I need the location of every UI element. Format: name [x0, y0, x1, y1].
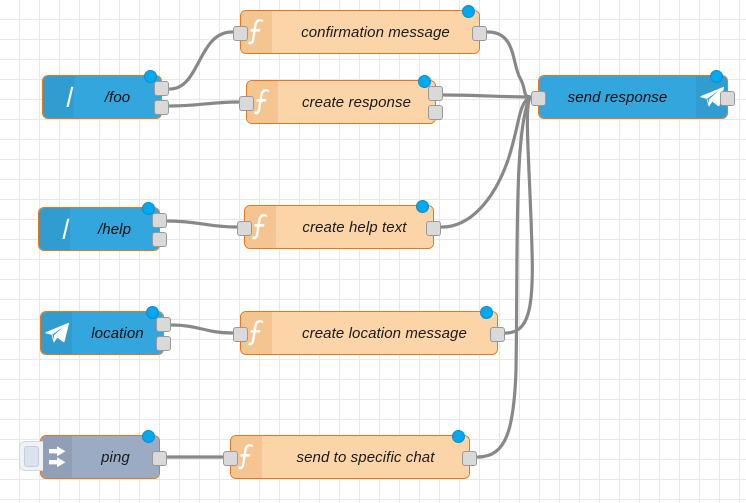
node-body: confirmation message [241, 11, 479, 53]
wire-location-event-to-create-location-message[interactable] [170, 323, 234, 335]
node-status-dot [416, 200, 429, 213]
node-icon-container [41, 312, 72, 354]
node-status-dot [142, 202, 155, 215]
wire-send-to-specific-chat-to-send-response[interactable] [476, 95, 532, 459]
wire-help-command-to-create-help-text[interactable] [166, 219, 238, 229]
node-label: confirmation message [301, 23, 450, 41]
node-input-port[interactable] [223, 450, 238, 466]
node-status-dot [480, 306, 493, 319]
telegram-plane-icon [44, 322, 69, 343]
node-body: send response [539, 76, 727, 118]
node-status-dot [452, 430, 465, 443]
node-output-port-1[interactable] [154, 100, 169, 115]
node-output-port-0[interactable] [462, 450, 477, 466]
node-output-port-0[interactable] [152, 450, 167, 466]
node-status-dot [142, 430, 155, 443]
node-output-port-1[interactable] [152, 232, 167, 247]
function-f-icon [247, 19, 263, 45]
inject-button-knob [24, 446, 39, 467]
node-output-port-0[interactable] [426, 220, 441, 236]
node-status-dot [462, 5, 475, 18]
function-f-icon [253, 89, 269, 115]
node-send-to-specific-chat[interactable]: send to specific chat [223, 430, 477, 479]
node-status-dot [710, 70, 723, 83]
function-f-icon [251, 214, 267, 240]
node-output-port-0[interactable] [156, 317, 171, 332]
node-label: ping [101, 448, 130, 466]
node-output-port-0[interactable] [472, 25, 487, 41]
inject-arrow-icon [48, 446, 65, 468]
node-label: send response [567, 88, 668, 106]
inject-trigger-button[interactable] [19, 441, 43, 471]
node-help-command[interactable]: /help [38, 202, 167, 251]
node-create-location-message[interactable]: create location message [233, 306, 505, 355]
node-input-port[interactable] [237, 220, 252, 236]
node-label: send to specific chat [296, 448, 435, 466]
wire-create-response-to-send-response[interactable] [442, 93, 532, 99]
node-create-help-text[interactable]: create help text [237, 200, 441, 249]
telegram-slash-icon [65, 86, 73, 107]
node-icon-container [39, 208, 70, 250]
wire-confirmation-message-to-send-response[interactable] [486, 30, 532, 99]
node-output-port-0[interactable] [720, 90, 735, 106]
node-body: ping [41, 436, 159, 478]
node-output-port-0[interactable] [152, 213, 167, 228]
node-body: create response [247, 81, 435, 123]
node-icon-container [43, 76, 74, 118]
node-label: create location message [302, 324, 467, 342]
node-location-event[interactable]: location [40, 306, 171, 355]
node-output-port-0[interactable] [428, 86, 443, 101]
node-output-port-1[interactable] [428, 105, 443, 120]
wire-foo-command-to-confirmation-message[interactable] [168, 30, 234, 91]
node-label: location [91, 324, 144, 342]
node-icon-container [41, 436, 72, 478]
node-output-port-1[interactable] [156, 336, 171, 351]
node-label: /help [97, 220, 132, 238]
node-output-port-0[interactable] [490, 326, 505, 342]
node-body: /foo [43, 76, 161, 118]
node-input-port[interactable] [239, 95, 254, 111]
node-output-port-0[interactable] [154, 81, 169, 96]
node-input-port[interactable] [531, 90, 546, 106]
node-body: /help [39, 208, 159, 250]
node-label: create help text [302, 218, 407, 236]
node-label: create response [301, 93, 412, 111]
node-input-port[interactable] [233, 326, 248, 342]
telegram-plane-icon [699, 86, 724, 107]
node-input-port[interactable] [233, 25, 248, 41]
node-status-dot [146, 306, 159, 319]
node-send-response[interactable]: send response [531, 70, 735, 119]
node-foo-command[interactable]: /foo [42, 70, 169, 119]
wire-create-location-message-to-send-response[interactable] [504, 95, 534, 335]
node-status-dot [418, 75, 431, 88]
node-body: send to specific chat [231, 436, 469, 478]
node-create-response[interactable]: create response [239, 75, 443, 124]
node-body: location [41, 312, 163, 354]
wire-create-help-text-to-send-response[interactable] [440, 95, 532, 229]
node-body: create help text [245, 206, 433, 248]
wire-foo-command-to-create-response[interactable] [168, 100, 240, 108]
node-label: /foo [104, 88, 131, 106]
node-body: create location message [241, 312, 497, 354]
node-status-dot [144, 70, 157, 83]
node-confirmation-message[interactable]: confirmation message [233, 5, 487, 54]
node-ping-inject[interactable]: ping [19, 430, 167, 479]
function-f-icon [237, 444, 253, 470]
function-f-icon [247, 320, 263, 346]
telegram-slash-icon [61, 218, 69, 239]
